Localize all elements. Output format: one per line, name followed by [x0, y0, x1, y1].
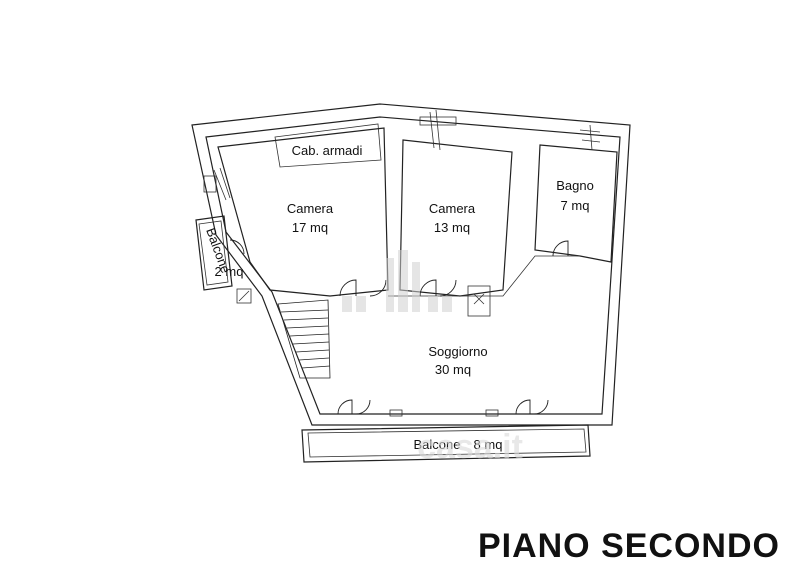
staircase — [277, 299, 331, 379]
small-balcony — [195, 215, 252, 304]
doors — [229, 239, 569, 417]
outer-walls — [191, 103, 631, 426]
window-marks — [203, 109, 601, 201]
bagno-area: 7 mq — [561, 198, 590, 213]
camera-1-area: 17 mq — [292, 220, 328, 235]
soggiorno-name: Soggiorno — [428, 344, 487, 359]
cabina-armadi-label: Cab. armadi — [292, 143, 363, 158]
bagno-name: Bagno — [556, 178, 594, 193]
balcone-small-area: 2 mq — [215, 264, 244, 279]
camera-1-name: Camera — [287, 201, 334, 216]
floor-title: PIANO SECONDO — [477, 527, 780, 565]
camera-2-name: Camera — [429, 201, 476, 216]
balcone-large-name: Balcone — [414, 437, 461, 452]
balcone-large-area: 8 mq — [474, 437, 503, 452]
soggiorno-area: 30 mq — [435, 362, 471, 377]
watermark-brand: casa.it — [417, 428, 523, 466]
camera-2-area: 13 mq — [434, 220, 470, 235]
large-balcony — [301, 424, 591, 463]
watermark-logo — [342, 250, 452, 312]
